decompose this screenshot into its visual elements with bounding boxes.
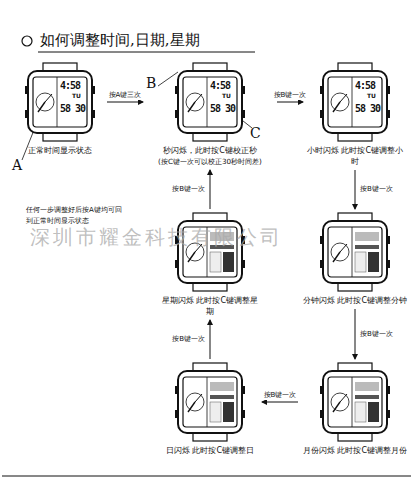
arrow-connector: [210, 170, 211, 209]
caption-text: (按C键一次可以校正30秒时间差): [145, 156, 275, 167]
watermark: 深圳市耀金科技有限公司: [30, 226, 283, 248]
watch-illustration: [175, 212, 245, 292]
callout-letter: A: [12, 158, 22, 173]
edge-label: 按B键一次: [263, 391, 298, 400]
watch-state-node: 小时闪烁 此时按C键调整小时: [305, 62, 405, 167]
caption-text: 月份闪烁 此时按C键调整月份: [300, 445, 410, 456]
caption-block: 日闪烁 此时按C键调整日: [160, 362, 260, 456]
lcd-weekday: TU: [367, 93, 376, 100]
arrow-connector: [262, 402, 298, 403]
arrow-connector: [210, 320, 211, 359]
watch-illustration: [175, 62, 245, 142]
lcd-digits: 58 30: [210, 103, 235, 114]
watch-state-node: 月份闪烁 此时按C键调整月份: [300, 362, 410, 456]
lcd-digits: 58 30: [60, 103, 85, 114]
caption-text: 星期闪烁 此时按C键调整星期: [160, 295, 260, 317]
arrow-connector: [277, 102, 303, 103]
watch-illustration: [320, 62, 390, 142]
lcd-digits: 4:58: [60, 80, 80, 91]
edge-label: 按B键一次: [359, 185, 394, 194]
bullet-circle: [22, 36, 32, 46]
lcd-digits: 4:58: [210, 80, 230, 91]
diagram-title: 如何调整时间,日期,星期: [40, 31, 200, 50]
edge-label: 按B键一次: [359, 330, 394, 339]
caption-block: 秒闪烁，此时按C键校正秒(按C键一次可以校正30秒时间差): [145, 62, 275, 167]
arrow-connector: [355, 309, 356, 359]
caption-block: 月份闪烁 此时按C键调整月份: [300, 362, 410, 456]
callout-letter: B: [146, 76, 156, 91]
watch-state-node: 秒闪烁，此时按C键校正秒(按C键一次可以校正30秒时间差): [145, 62, 275, 167]
edge-label: 按B键一次: [171, 335, 206, 344]
callout-letter: C: [250, 126, 261, 141]
caption-text: 小时闪烁 此时按C键调整小时: [305, 145, 405, 167]
leader-line: [158, 72, 178, 86]
arrow-connector: [355, 170, 356, 209]
caption-text: 正常时间显示状态: [15, 145, 105, 156]
edge-label: 按B键一次: [273, 91, 308, 100]
watch-illustration: [320, 212, 390, 292]
lcd-digits: 58 30: [355, 103, 380, 114]
note-text: 任何一步调整好后按A键均可回到正常时间显示状态: [26, 205, 126, 227]
caption-text: 秒闪烁，此时按C键校正秒: [145, 145, 275, 156]
watch-illustration: [175, 362, 245, 442]
edge-label: 按A键三次: [108, 91, 143, 100]
watch-state-node: 分钟闪烁 此时按C键调整分钟: [300, 212, 410, 306]
title-underline: [38, 52, 255, 53]
lcd-weekday: TU: [222, 93, 231, 100]
watch-illustration: [25, 62, 95, 142]
lcd-digits: 4:58: [355, 80, 375, 91]
caption-block: 分钟闪烁 此时按C键调整分钟: [300, 212, 410, 306]
caption-text: 分钟闪烁 此时按C键调整分钟: [300, 295, 410, 306]
watch-illustration: [320, 362, 390, 442]
frame-line: [2, 476, 411, 477]
edge-label: 按B键一次: [171, 185, 206, 194]
watch-state-node: 日闪烁 此时按C键调整日: [160, 362, 260, 456]
caption-block: 小时闪烁 此时按C键调整小时: [305, 62, 405, 167]
caption-text: 日闪烁 此时按C键调整日: [160, 445, 260, 456]
lcd-weekday: TU: [72, 93, 81, 100]
arrow-connector: [107, 102, 143, 103]
